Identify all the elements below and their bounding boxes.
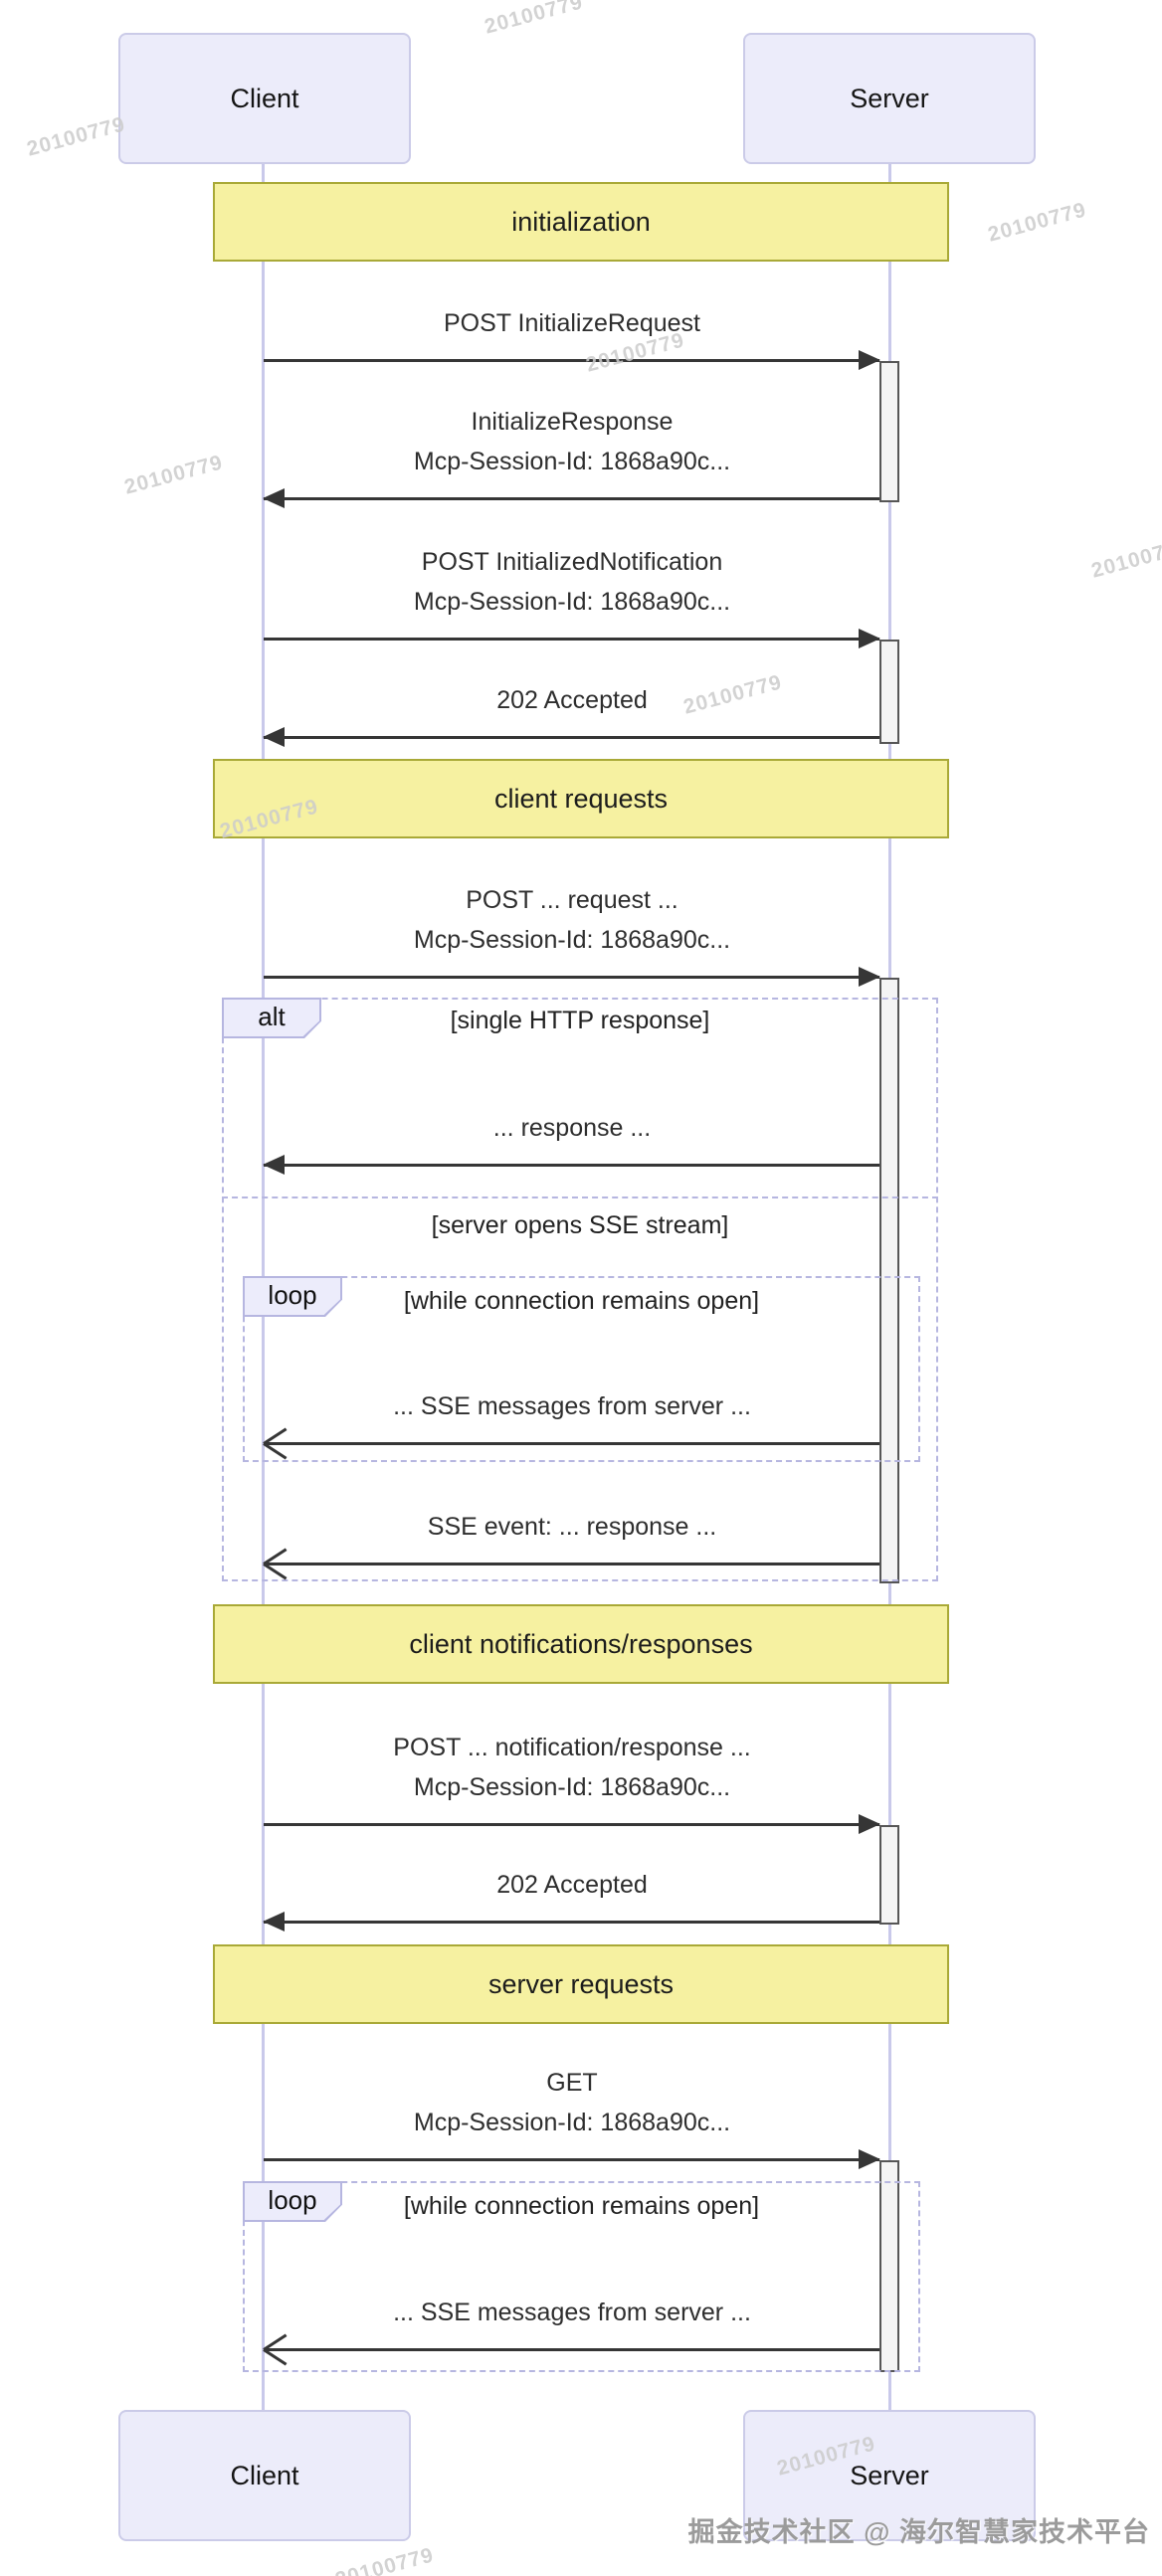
actor-label: Server: [850, 83, 929, 113]
loop-keyword: loop: [268, 1279, 317, 1310]
banner-initialization: initialization: [213, 182, 949, 262]
watermark: 20100779: [332, 2543, 437, 2576]
actor-client-top: Client: [118, 33, 411, 164]
banner-client-notifications: client notifications/responses: [213, 1604, 949, 1684]
filled-arrowhead-right-icon: [859, 1814, 880, 1834]
banner-label: server requests: [487, 1968, 675, 1999]
filled-arrowhead-left-icon: [263, 1912, 285, 1932]
message-label: GET Mcp-Session-Id: 1868a90c...: [264, 2063, 880, 2142]
alt-else-condition-text: [server opens SSE stream]: [431, 1211, 729, 1239]
message-arrow-left-async: [263, 1427, 879, 1460]
alt-else-divider: [222, 1196, 938, 1198]
actor-server-bottom: Server: [743, 2410, 1036, 2541]
banner-client-requests: client requests: [213, 759, 949, 838]
actor-server-top: Server: [743, 33, 1036, 164]
message-line: Mcp-Session-Id: 1868a90c...: [413, 588, 731, 616]
message-arrow-right: [264, 350, 880, 370]
filled-arrowhead-left-icon: [263, 488, 285, 508]
banner-label: initialization: [511, 206, 651, 237]
message-line: Mcp-Session-Id: 1868a90c...: [413, 1773, 731, 1801]
message-arrow-right: [264, 1814, 880, 1834]
loop-condition-text: [while connection remains open]: [403, 1287, 760, 1315]
message-arrow-left-async: [263, 1548, 879, 1580]
message-line: POST ... notification/response ...: [393, 1734, 751, 1761]
filled-arrowhead-right-icon: [859, 629, 880, 648]
watermark: 20100779: [482, 0, 586, 39]
message-line: Mcp-Session-Id: 1868a90c...: [413, 448, 731, 475]
frame-label-fill: [245, 1278, 340, 1315]
message-label: 202 Accepted: [264, 1865, 880, 1905]
alt-frame: [222, 998, 938, 1581]
activation-bar: [879, 978, 899, 1583]
banner-label: client requests: [493, 783, 669, 814]
alt-frame-label: alt: [222, 998, 321, 1038]
message-line: POST ... request ...: [466, 886, 678, 914]
filled-arrowhead-left-icon: [263, 1155, 285, 1175]
filled-arrowhead-right-icon: [859, 350, 880, 370]
frame-label-fill: [245, 2183, 340, 2220]
watermark: 20100779: [985, 198, 1089, 247]
watermark: 20100779: [1088, 534, 1162, 583]
message-label: 202 Accepted: [264, 680, 880, 720]
message-arrow-left: [263, 1912, 879, 1932]
message-line: 202 Accepted: [496, 1871, 648, 1899]
watermark: 20100779: [121, 451, 226, 499]
message-label: POST InitializedNotification Mcp-Session…: [264, 542, 880, 622]
message-label: InitializeResponse Mcp-Session-Id: 1868a…: [264, 402, 880, 481]
message-label: SSE event: ... response ...: [264, 1507, 880, 1547]
filled-arrowhead-right-icon: [859, 967, 880, 987]
message-arrow-right: [264, 2149, 880, 2169]
loop-condition-text: [while connection remains open]: [403, 2192, 760, 2220]
message-arrow-left-async: [263, 2333, 879, 2366]
message-line: Mcp-Session-Id: 1868a90c...: [413, 2109, 731, 2136]
message-arrow-right: [264, 629, 880, 648]
message-line: ... response ...: [492, 1114, 652, 1142]
message-arrow-left: [263, 727, 879, 747]
banner-label: client notifications/responses: [409, 1628, 753, 1659]
actor-label: Client: [230, 2460, 299, 2490]
message-label: POST InitializeRequest: [264, 303, 880, 343]
message-line: POST InitializedNotification: [421, 548, 723, 576]
message-arrow-left: [263, 1155, 879, 1175]
actor-client-bottom: Client: [118, 2410, 411, 2541]
alt-keyword: alt: [258, 1001, 286, 1031]
actor-label: Server: [850, 2460, 929, 2490]
message-line: ... SSE messages from server ...: [393, 2299, 751, 2326]
filled-arrowhead-right-icon: [859, 2149, 880, 2169]
activation-bar: [879, 1825, 899, 1925]
activation-bar: [879, 361, 899, 502]
filled-arrowhead-left-icon: [263, 727, 285, 747]
watermark: 20100779: [24, 112, 128, 161]
loop-frame-label: loop: [243, 2181, 342, 2222]
message-line: ... SSE messages from server ...: [393, 1392, 751, 1420]
loop-frame: [243, 1276, 920, 1462]
message-arrow-left: [263, 488, 879, 508]
message-label: ... SSE messages from server ...: [264, 2293, 880, 2332]
loop-keyword: loop: [268, 2184, 317, 2215]
alt-condition-text: [single HTTP response]: [450, 1007, 710, 1034]
loop-frame-label: loop: [243, 1276, 342, 1317]
message-label: ... SSE messages from server ...: [264, 1386, 880, 1426]
message-label: POST ... notification/response ... Mcp-S…: [264, 1728, 880, 1807]
message-line: SSE event: ... response ...: [427, 1513, 717, 1541]
loop-frame: [243, 2181, 920, 2372]
message-arrow-right: [264, 967, 880, 987]
credit-watermark: 掘金技术社区 @ 海尔智慧家技术平台: [687, 2517, 1150, 2547]
activation-bar: [879, 640, 899, 744]
actor-label: Client: [230, 83, 299, 113]
message-line: InitializeResponse: [471, 408, 674, 436]
message-label: ... response ...: [264, 1108, 880, 1148]
message-line: Mcp-Session-Id: 1868a90c...: [413, 926, 731, 954]
message-line: 202 Accepted: [496, 686, 648, 714]
message-label: POST ... request ... Mcp-Session-Id: 186…: [264, 880, 880, 960]
message-line: GET: [546, 2069, 598, 2097]
frame-label-fill: [224, 1000, 319, 1036]
message-line: POST InitializeRequest: [444, 309, 700, 337]
banner-server-requests: server requests: [213, 1944, 949, 2024]
